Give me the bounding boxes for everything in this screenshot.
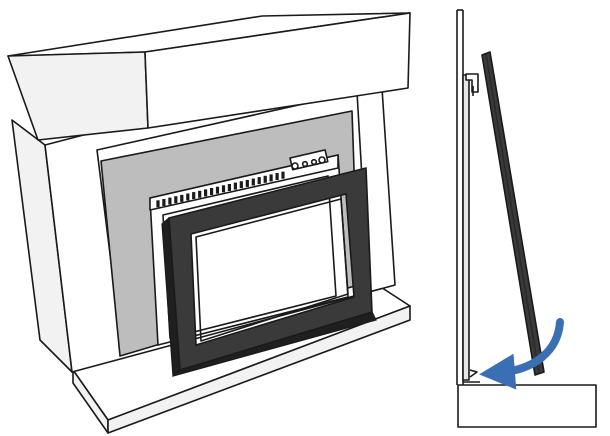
louver-slot (239, 181, 243, 189)
louver-slot (221, 185, 226, 193)
louver-slot (168, 197, 172, 205)
control-knob-2 (301, 160, 309, 168)
hearth-front-face (107, 305, 411, 434)
louver-slot (257, 177, 261, 185)
louver-slot (215, 186, 220, 194)
louver-slot (227, 184, 231, 191)
insert-top-band (149, 154, 339, 211)
side-view (456, 9, 597, 428)
frame-inner-bevel (195, 198, 349, 342)
louver-slot (275, 173, 279, 180)
louver-slot (210, 188, 214, 195)
louver-slot (186, 193, 190, 201)
mantel-front-face (144, 12, 411, 129)
control-knob-1 (291, 162, 299, 170)
louver-slot (281, 171, 285, 179)
insert-side-profile (462, 74, 470, 381)
louver-slot (263, 175, 267, 183)
louver-slot (162, 199, 166, 206)
louver-slot (245, 179, 249, 187)
louver-slot (269, 174, 273, 182)
bottom-bracket (463, 369, 480, 383)
control-knob-3 (310, 158, 318, 166)
mounting-hook (465, 73, 479, 96)
frame-face (168, 167, 373, 371)
decorative-frame (161, 167, 377, 378)
louver-vent (156, 171, 285, 208)
install-arrow (479, 318, 564, 390)
louver-slot (174, 196, 178, 204)
frame-profile-edge (485, 53, 540, 374)
mantel-shelf (7, 12, 411, 141)
wall-panel (456, 9, 470, 385)
control-strip (289, 149, 329, 171)
floor-base (457, 384, 597, 428)
hook-bracket (465, 73, 479, 93)
louver-slot (204, 189, 208, 197)
fireplace-front-view (7, 12, 411, 434)
louver-slot (233, 182, 237, 190)
mantel-left-face (7, 51, 149, 141)
louver-slot (251, 178, 255, 186)
louver-slot (180, 194, 184, 202)
control-knob-4 (318, 156, 326, 164)
bracket-clip (469, 369, 478, 378)
tilted-frame (481, 51, 545, 376)
louver-slot (156, 200, 160, 208)
louver-slot (192, 192, 196, 200)
control-panel (289, 149, 329, 171)
louver-slot (198, 190, 202, 198)
